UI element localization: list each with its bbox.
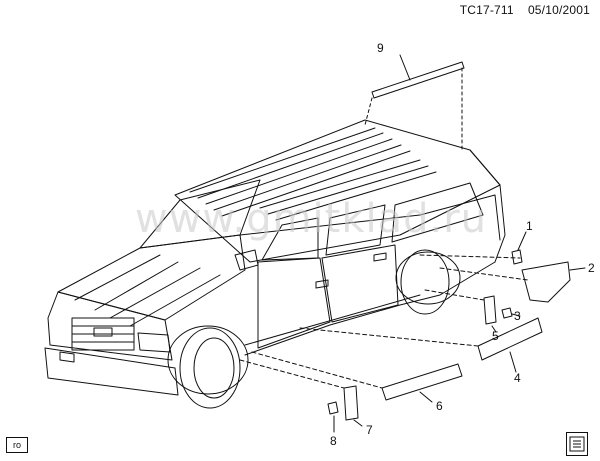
part-5-molding bbox=[483, 295, 497, 325]
part-3-fastener bbox=[501, 307, 513, 319]
callout-2: 2 bbox=[588, 261, 595, 275]
hood-stripe-1 bbox=[74, 254, 179, 311]
part-7-leader bbox=[353, 419, 363, 427]
rear-corner bbox=[469, 149, 506, 263]
drawing-header: TC17-711 05/10/2001 bbox=[460, 3, 590, 17]
quarter-window bbox=[391, 182, 484, 243]
part-3-leader bbox=[511, 313, 521, 317]
part-9-leader bbox=[399, 54, 411, 81]
part-1-leader bbox=[517, 231, 527, 251]
rear-tire bbox=[400, 249, 450, 315]
rear-door-window bbox=[325, 204, 386, 256]
front-door-handle bbox=[315, 279, 329, 289]
part-9-molding bbox=[371, 61, 465, 99]
rear-wheel-arch bbox=[395, 251, 461, 305]
side-mirror bbox=[234, 249, 259, 271]
assembly-lines bbox=[239, 254, 529, 389]
callout-3: 3 bbox=[514, 309, 521, 323]
callout-1: 1 bbox=[526, 219, 533, 233]
headlamp bbox=[137, 332, 171, 353]
grille-emblem bbox=[93, 327, 113, 337]
front-door bbox=[257, 257, 331, 349]
callout-7: 7 bbox=[366, 423, 373, 437]
front-tire bbox=[179, 327, 241, 409]
part-6-leader bbox=[419, 391, 433, 403]
callout-6: 6 bbox=[436, 399, 443, 413]
part-2-molding bbox=[521, 261, 571, 303]
callout-4: 4 bbox=[514, 371, 521, 385]
callout-8: 8 bbox=[330, 434, 337, 448]
front-wheel-arch bbox=[167, 325, 249, 395]
part-1-clip bbox=[511, 249, 523, 265]
part-8-clip bbox=[327, 401, 339, 415]
drawing-id: TC17-711 bbox=[459, 3, 514, 17]
part-2-leader bbox=[569, 267, 586, 271]
part-4-molding bbox=[477, 317, 543, 361]
region-tag: ro bbox=[6, 437, 28, 453]
front-door-window bbox=[261, 217, 319, 261]
drawing-date: 05/10/2001 bbox=[527, 3, 590, 17]
part-9-extension bbox=[364, 67, 463, 151]
rear-door-handle bbox=[373, 252, 387, 262]
callout-9: 9 bbox=[377, 41, 384, 55]
hood-stripe-2 bbox=[109, 267, 221, 327]
roof-rib-1 bbox=[189, 127, 411, 217]
rear-door bbox=[321, 244, 399, 323]
rocker-line bbox=[244, 294, 421, 346]
body-side-lower bbox=[244, 261, 496, 356]
part-4-leader bbox=[509, 351, 517, 373]
body-side-upper bbox=[239, 194, 501, 241]
part-7-molding bbox=[343, 385, 359, 421]
front-tire-inner bbox=[193, 337, 235, 399]
part-6-molding bbox=[381, 363, 463, 401]
front-bumper bbox=[44, 347, 179, 396]
grille-bars bbox=[71, 325, 135, 343]
callout-5: 5 bbox=[492, 329, 499, 343]
roof-rib-2 bbox=[259, 159, 437, 221]
fog-lamp bbox=[59, 351, 75, 363]
part-5-leader bbox=[491, 325, 497, 333]
watermark: www.gmitklad.ru bbox=[135, 196, 487, 242]
gm-logo-icon bbox=[566, 432, 588, 456]
